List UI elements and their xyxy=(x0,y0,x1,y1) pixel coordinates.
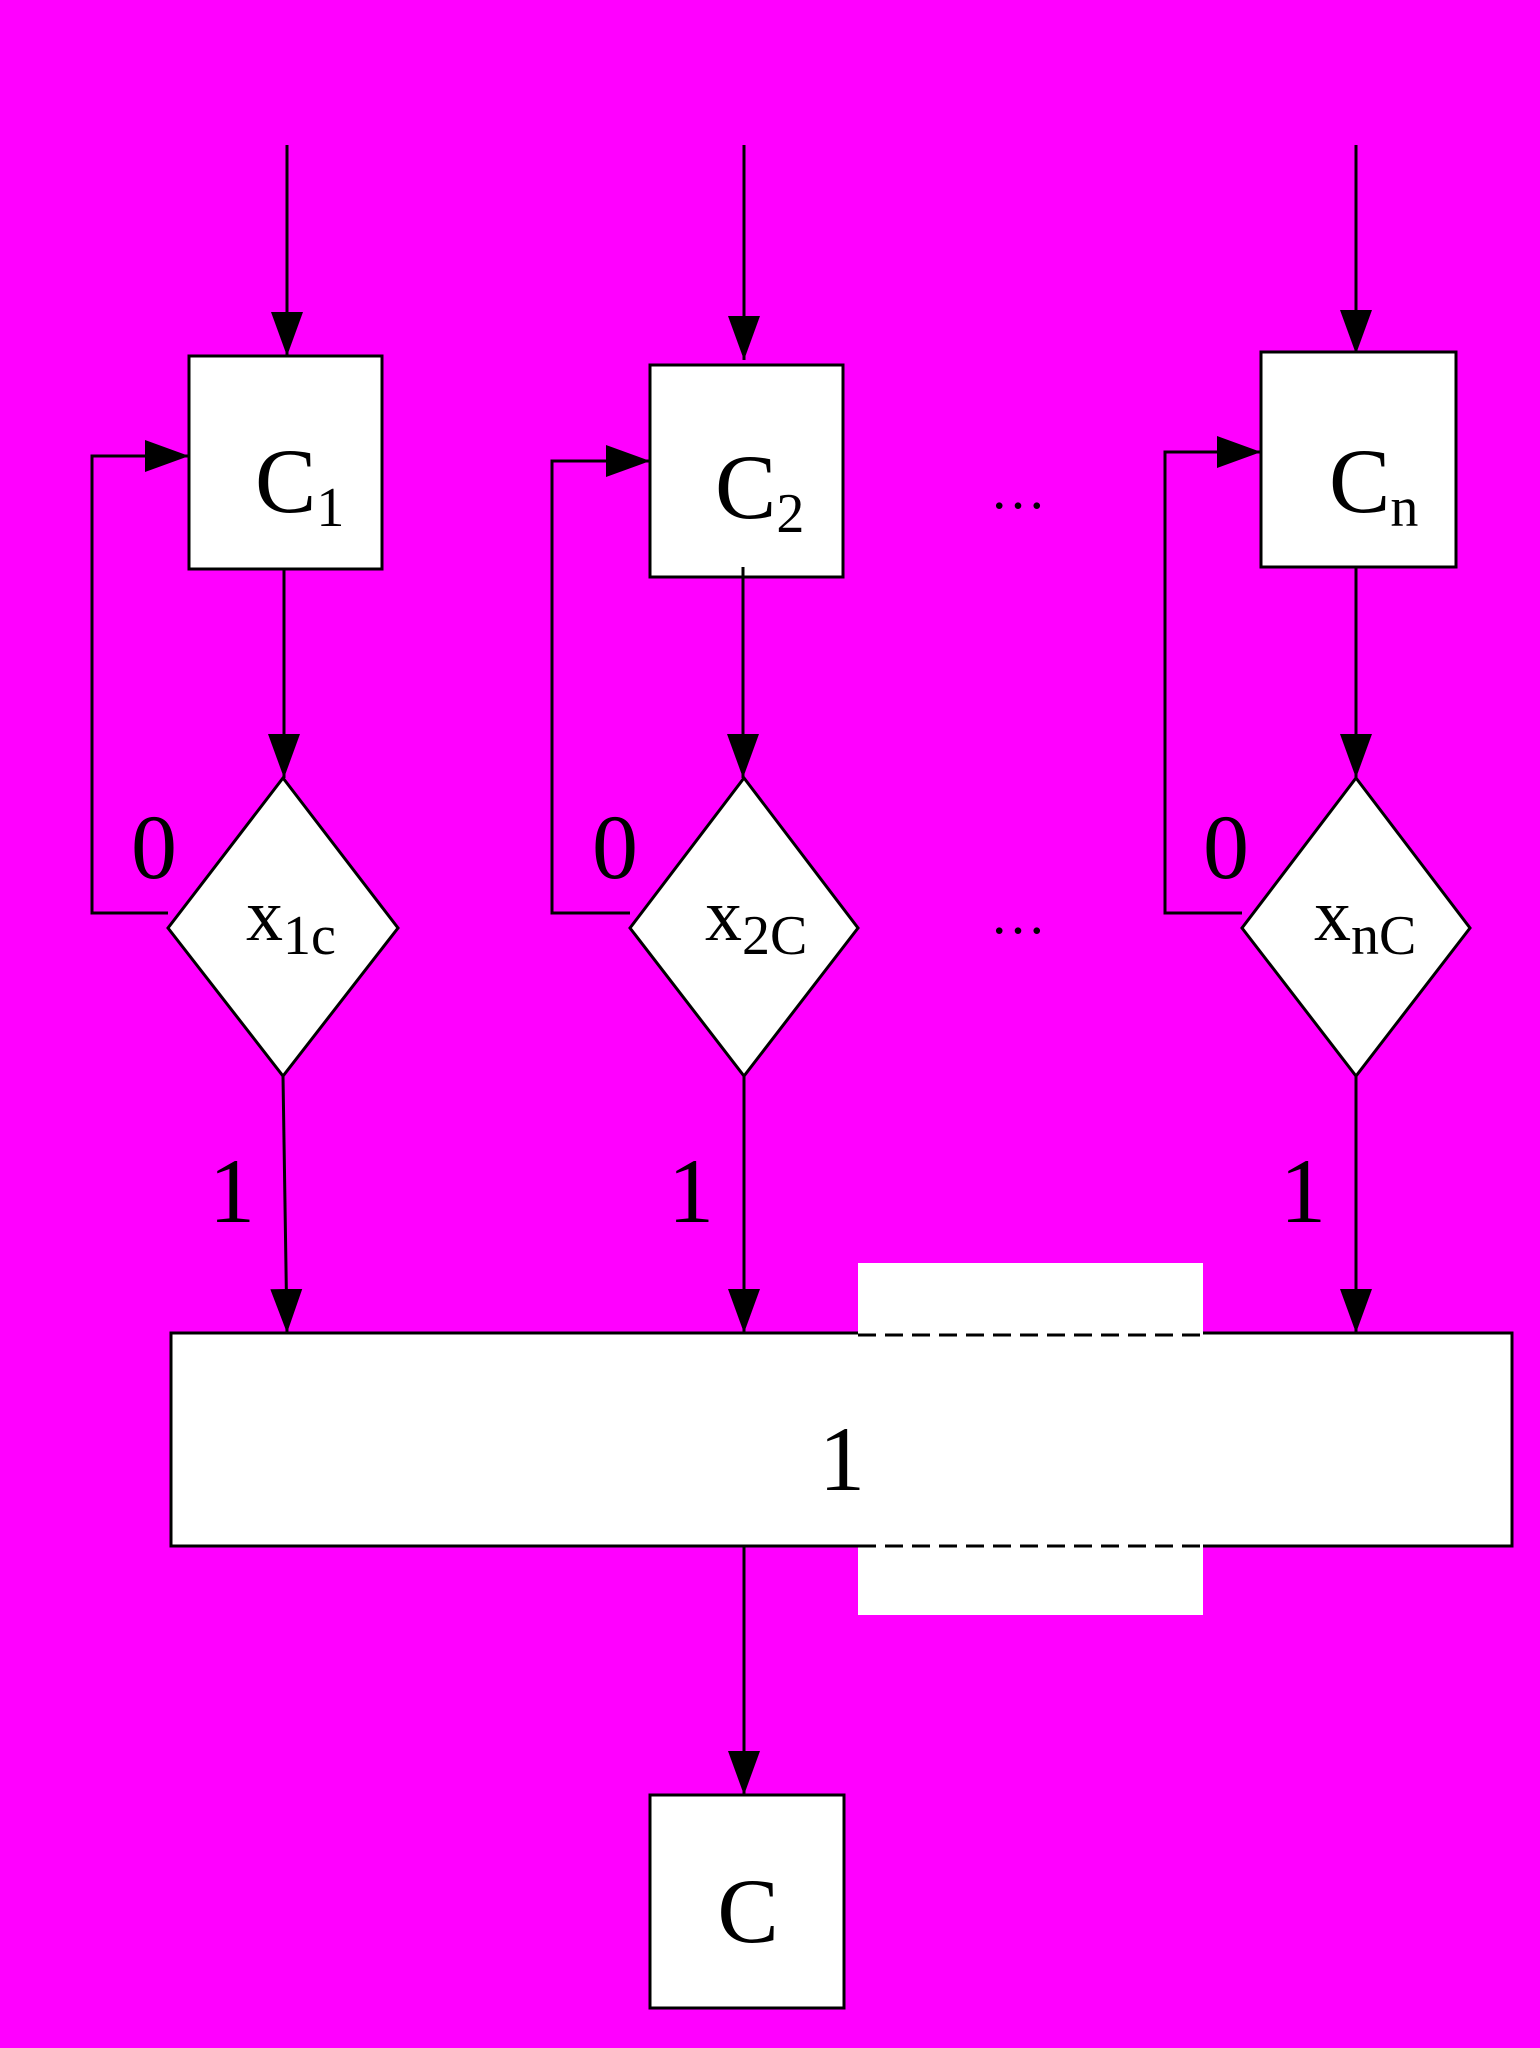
xnc-main: x xyxy=(1314,875,1351,957)
process-box-cn xyxy=(1259,350,1458,569)
yes-label-n: 1 xyxy=(1280,1140,1326,1242)
process-box-cn-label: Cn xyxy=(1329,430,1418,539)
join-bar xyxy=(171,1333,1512,1546)
x1c-main: x xyxy=(246,875,283,957)
condition-x1c-label: x1c xyxy=(246,875,336,967)
column-n: Cn xnC 0 1 xyxy=(1163,145,1472,1333)
no-label-n: 0 xyxy=(1203,796,1249,898)
x2c-main: x xyxy=(705,875,742,957)
yes-arrow-1 xyxy=(270,1075,303,1334)
condition-xnc-label: xnC xyxy=(1314,875,1416,967)
xnc-sub: nC xyxy=(1351,905,1416,967)
c2-sub: 2 xyxy=(776,483,804,545)
cn-main: C xyxy=(1329,430,1390,532)
ellipsis-mid: … xyxy=(990,884,1046,946)
loop-back-arrow-2 xyxy=(550,445,650,915)
x1c-sub: 1c xyxy=(283,905,336,967)
ellipsis-top: … xyxy=(990,459,1046,521)
yes-label-1: 1 xyxy=(209,1140,255,1242)
output-box-c xyxy=(648,1793,846,2010)
c2-main: C xyxy=(715,436,776,538)
column-2: C2 x2C 0 1 xyxy=(550,145,860,1333)
process-box-c1-label: C1 xyxy=(255,430,344,539)
condition-x2c-label: x2C xyxy=(705,875,807,967)
cn-sub: n xyxy=(1390,477,1418,539)
yes-label-2: 1 xyxy=(668,1140,714,1242)
process-box-c2 xyxy=(648,363,845,579)
output-label: C xyxy=(717,1860,778,1962)
column-1: C1 x1c 0 1 xyxy=(90,145,400,1334)
x2c-sub: 2C xyxy=(742,905,807,967)
no-label-2: 0 xyxy=(592,796,638,898)
c1-main: C xyxy=(255,430,316,532)
join-block: 1 xyxy=(169,1263,1514,1615)
process-box-c2-label: C2 xyxy=(715,436,804,545)
c1-sub: 1 xyxy=(316,477,344,539)
loop-back-arrow-1 xyxy=(90,440,189,915)
loop-back-arrow-n xyxy=(1163,436,1261,915)
no-label-1: 0 xyxy=(131,796,177,898)
join-bar-outline xyxy=(169,1331,1514,1548)
join-label: 1 xyxy=(819,1408,865,1510)
